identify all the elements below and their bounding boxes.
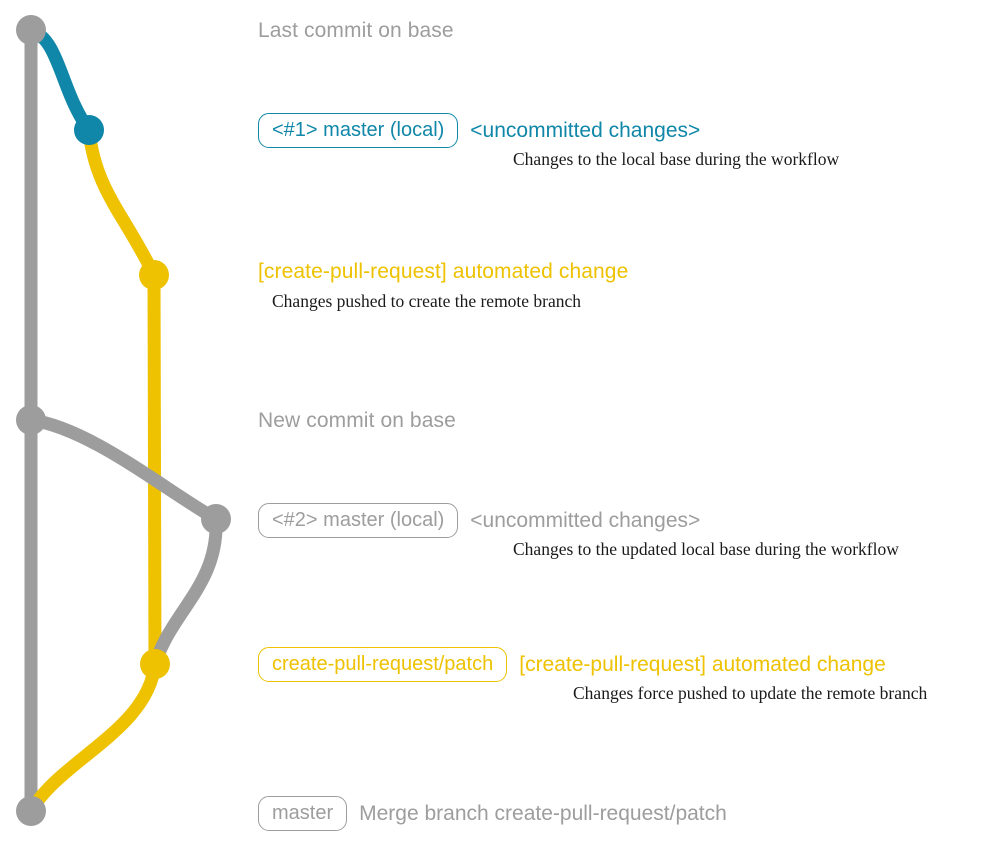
branch-line-patch-trunk (147, 268, 162, 671)
commit-graph (16, 15, 231, 826)
commit-description: Changes force pushed to update the remot… (573, 683, 928, 703)
branch-line-local-2-in (24, 413, 223, 526)
branch-line-patch-upper (82, 123, 161, 282)
commit-node-automated-change-2[interactable] (140, 649, 170, 679)
branch-chip-line: <#1> master (local) <uncommitted changes… (258, 113, 700, 148)
branch-line-local-1 (24, 23, 96, 137)
commit-description: Changes pushed to create the remote bran… (272, 291, 582, 311)
commit-description: Changes to the updated local base during… (513, 539, 899, 559)
commit-node-master-local-2[interactable] (201, 504, 231, 534)
branch-chip-line: create-pull-request/patch [create-pull-r… (258, 647, 886, 682)
commit-node-merge-branch[interactable] (16, 796, 46, 826)
branch-chip-master-local-2[interactable]: <#2> master (local) (258, 503, 459, 538)
branch-line-local-2-out (148, 512, 223, 671)
commit-message-uncommitted-2: <uncommitted changes> (470, 508, 701, 532)
commit-headline: New commit on base (258, 409, 456, 432)
commit-node-new-commit-on-base[interactable] (16, 405, 46, 435)
commit-description: Changes to the local base during the wor… (513, 149, 840, 169)
branch-line-merge (24, 657, 162, 818)
commit-headline: Last commit on base (258, 19, 454, 42)
branch-chip-master-local-1[interactable]: <#1> master (local) (258, 113, 459, 148)
commit-node-automated-change-1[interactable] (139, 260, 169, 290)
commit-headline: [create-pull-request] automated change (258, 260, 629, 283)
commit-message-merge-branch: Merge branch create-pull-request/patch (359, 801, 727, 825)
branch-chip-create-pull-request-patch[interactable]: create-pull-request/patch (258, 647, 508, 682)
commit-message-uncommitted-1: <uncommitted changes> (470, 118, 701, 142)
commit-node-master-local-1[interactable] (74, 115, 104, 145)
commit-node-last-commit-on-base[interactable] (16, 15, 46, 45)
branch-chip-master[interactable]: master (258, 796, 348, 831)
commit-message-automated-change-2: [create-pull-request] automated change (519, 652, 886, 676)
branch-chip-line: master Merge branch create-pull-request/… (258, 796, 727, 831)
branch-chip-line: <#2> master (local) <uncommitted changes… (258, 503, 700, 538)
